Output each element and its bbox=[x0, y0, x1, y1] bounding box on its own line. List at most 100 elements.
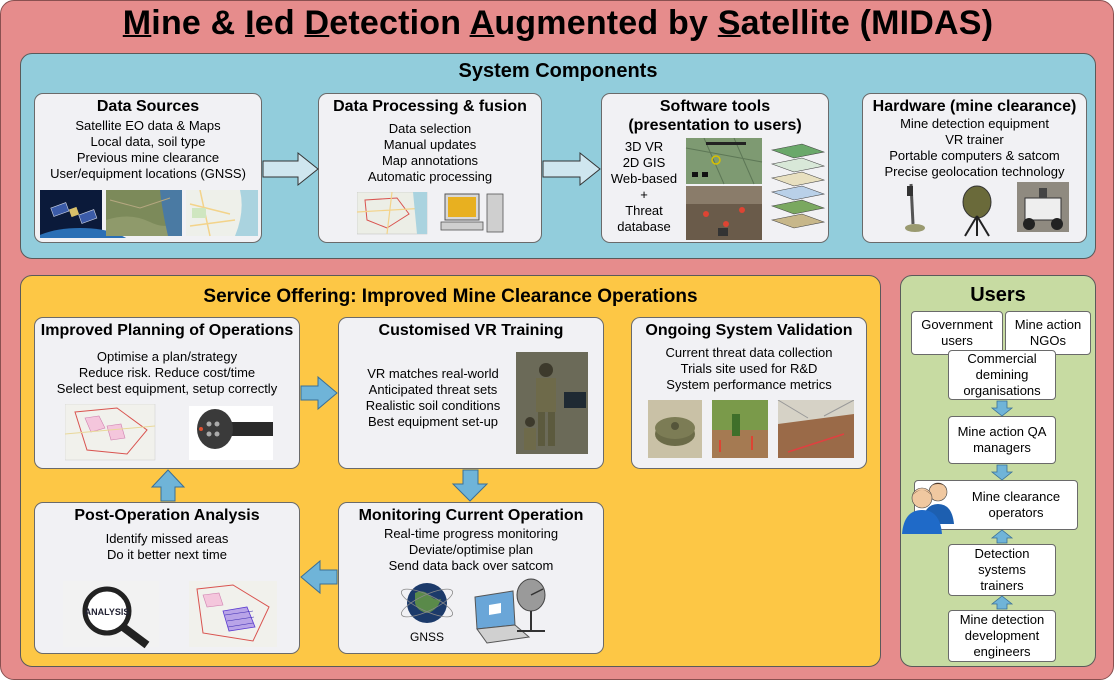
trainers-line: Detection bbox=[974, 546, 1030, 561]
post-operation-images: ANALYSIS bbox=[63, 581, 277, 649]
gnss-label: GNSS bbox=[410, 630, 444, 644]
computer-icon bbox=[440, 193, 504, 233]
post-operation-line: Identify missed areas bbox=[105, 531, 229, 546]
planning-line: Reduce risk. Reduce cost/time bbox=[78, 365, 256, 380]
data-processing-line: Manual updates bbox=[383, 137, 477, 152]
operators-line: operators bbox=[988, 505, 1044, 520]
missed-areas-map-image bbox=[189, 581, 277, 647]
engineers-line: Mine detection bbox=[959, 612, 1045, 627]
planning-map-image bbox=[65, 404, 156, 461]
arrow-vr-to-monitoring bbox=[451, 469, 489, 502]
detector-handle-image bbox=[189, 406, 273, 460]
validation-line: System performance metrics bbox=[666, 377, 832, 392]
monitoring-line: Real-time progress monitoring bbox=[383, 526, 559, 541]
laptop-satcom-icon bbox=[474, 578, 546, 644]
service-offering-title: Service Offering: Improved Mine Clearanc… bbox=[203, 286, 698, 307]
hardware-line: Portable computers & satcom bbox=[889, 148, 1060, 163]
qa-line: managers bbox=[973, 440, 1031, 455]
satellite-image bbox=[40, 190, 127, 238]
hardware-line: VR trainer bbox=[945, 132, 1004, 147]
post-operation-title: Post-Operation Analysis bbox=[74, 507, 260, 524]
planning-line: Select best equipment, setup correctly bbox=[56, 381, 278, 396]
software-tools-line: + bbox=[640, 187, 648, 202]
arrow-planning-to-vr bbox=[300, 375, 338, 411]
validation-line: Current threat data collection bbox=[665, 345, 833, 360]
post-operation-line: Do it better next time bbox=[107, 547, 227, 562]
data-sources-images bbox=[40, 190, 258, 238]
monitoring-line: Send data back over satcom bbox=[388, 558, 554, 573]
arrow-monitoring-to-post bbox=[300, 559, 338, 595]
satcom-dish-icon bbox=[962, 185, 992, 237]
hardware-images bbox=[905, 182, 1069, 237]
monitoring-images: GNSS bbox=[400, 578, 546, 644]
monitoring-line: Deviate/optimise plan bbox=[408, 542, 534, 557]
annotated-map-image bbox=[357, 192, 428, 235]
vr-training-line: VR matches real-world bbox=[367, 366, 499, 381]
software-tools-line: 3D VR bbox=[624, 139, 664, 154]
data-sources-line: Local data, soil type bbox=[90, 134, 206, 149]
monitoring-title: Monitoring Current Operation bbox=[358, 507, 584, 524]
hardware-line: Precise geolocation technology bbox=[884, 164, 1065, 179]
software-tools-title: Software tools bbox=[659, 98, 771, 115]
government-users-line: users bbox=[941, 333, 973, 348]
trials-site-photo bbox=[777, 400, 854, 458]
planning-box: Improved Planning of Operations Optimise… bbox=[34, 317, 300, 469]
gis-screenshot-image bbox=[685, 138, 763, 185]
street-map-image bbox=[186, 190, 258, 237]
hardware-box: Hardware (mine clearance) Mine detection… bbox=[862, 93, 1087, 243]
ngos-line: Mine action bbox=[1014, 317, 1082, 332]
data-processing-images bbox=[357, 192, 504, 235]
system-components-title: System Components bbox=[458, 60, 658, 82]
users-title: Users bbox=[970, 284, 1026, 306]
validation-images bbox=[648, 400, 854, 458]
arrow-sources-to-processing bbox=[262, 151, 319, 187]
arrow-commercial-to-qa bbox=[990, 400, 1014, 417]
arrow-trainers-to-operators bbox=[990, 529, 1014, 544]
robot-vehicle-image bbox=[1017, 182, 1069, 232]
data-sources-line: Previous mine clearance bbox=[76, 150, 220, 165]
government-users-line: Government bbox=[921, 317, 993, 332]
vr-training-photo bbox=[516, 352, 588, 454]
qa-line: Mine action QA bbox=[957, 424, 1047, 439]
data-sources-line: Satellite EO data & Maps bbox=[75, 118, 221, 133]
software-tools-images bbox=[685, 138, 826, 240]
field-trial-photo bbox=[712, 400, 768, 458]
analysis-label: ANALYSIS bbox=[85, 607, 130, 617]
software-tools-box: Software tools (presentation to users) 3… bbox=[601, 93, 829, 243]
trainers-line: systems bbox=[978, 562, 1026, 577]
arrow-processing-to-software bbox=[542, 151, 601, 187]
arrow-qa-to-operators bbox=[990, 464, 1014, 481]
planning-images bbox=[65, 404, 273, 461]
software-tools-subtitle: (presentation to users) bbox=[628, 117, 802, 134]
planning-title: Improved Planning of Operations bbox=[40, 322, 294, 339]
commercial-line: organisations bbox=[963, 383, 1041, 398]
layers-stack-icon bbox=[770, 143, 826, 229]
software-tools-line: Web-based bbox=[610, 171, 678, 186]
vr-training-title: Customised VR Training bbox=[378, 322, 564, 339]
data-processing-line: Automatic processing bbox=[367, 169, 493, 184]
gnss-globe-icon: GNSS bbox=[400, 583, 454, 644]
vr-training-line: Best equipment set-up bbox=[367, 414, 499, 429]
trainers-line: trainers bbox=[980, 578, 1024, 593]
operators-line: Mine clearance bbox=[971, 489, 1061, 504]
data-processing-title: Data Processing & fusion bbox=[333, 98, 527, 115]
monitoring-box: Monitoring Current Operation Real-time p… bbox=[338, 502, 604, 654]
data-processing-line: Data selection bbox=[388, 121, 472, 136]
validation-line: Trials site used for R&D bbox=[680, 361, 818, 376]
post-operation-box: Post-Operation Analysis Identify missed … bbox=[34, 502, 300, 654]
data-processing-line: Map annotations bbox=[381, 153, 479, 168]
data-sources-line: User/equipment locations (GNSS) bbox=[50, 166, 246, 181]
data-sources-box: Data Sources Satellite EO data & Maps Lo… bbox=[34, 93, 262, 243]
software-tools-line: Threat bbox=[625, 203, 663, 218]
hardware-title: Hardware (mine clearance) bbox=[872, 98, 1077, 115]
software-tools-line: database bbox=[617, 219, 671, 234]
aerial-map-image bbox=[106, 190, 182, 236]
ngos-line: NGOs bbox=[1029, 333, 1067, 348]
engineers-line: development bbox=[964, 628, 1040, 643]
analysis-magnifier-image: ANALYSIS bbox=[63, 581, 159, 649]
